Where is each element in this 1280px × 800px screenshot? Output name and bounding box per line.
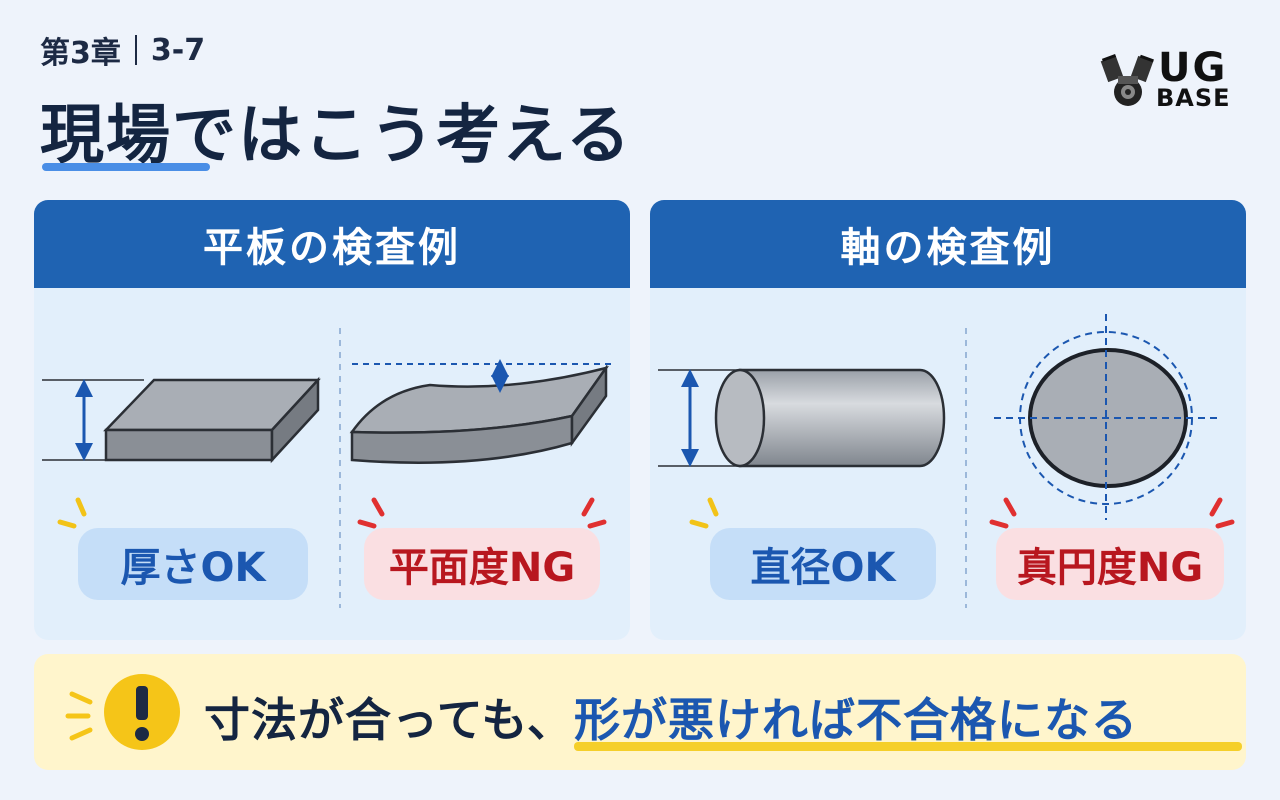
ok-rays-icon	[57, 497, 87, 529]
flatness-ng-badge: 平面度NG	[364, 528, 600, 600]
key-point-plain-text: 寸法が合っても、	[204, 693, 575, 747]
logo-text-ug: UG	[1158, 45, 1228, 91]
exclamation-icon	[65, 674, 180, 750]
ng-rays-right-icon	[581, 497, 607, 529]
ng-rays-left-icon-2	[989, 497, 1017, 529]
chapter-separator	[134, 35, 137, 65]
flat-plate-illustration	[42, 328, 614, 608]
ng-rays-left-icon	[357, 497, 385, 529]
page-title: 現場ではこう考える	[40, 99, 633, 173]
roundness-cross-section	[994, 314, 1220, 520]
roundness-ng-badge: 真円度NG	[996, 528, 1224, 600]
engine-icon	[1100, 54, 1154, 106]
ok-rays-icon-2	[689, 497, 719, 529]
warped-plate-shape	[349, 364, 609, 464]
thickness-ok-badge: 厚さOK	[78, 528, 308, 600]
logo-text-base: BASE	[1156, 84, 1231, 112]
shaft-illustration	[658, 314, 1220, 608]
ng-rays-right-icon-2	[1209, 497, 1235, 529]
section-number: 3-7	[150, 32, 206, 68]
highlight-underline	[574, 742, 1242, 751]
flat-plate-panel-title: 平板の検査例	[34, 200, 630, 288]
diameter-ok-badge: 直径OK	[710, 528, 936, 600]
chapter-number: 第3章	[40, 36, 121, 71]
key-point-message: 寸法が合っても、形が悪ければ不合格になる	[204, 684, 1138, 750]
shaft-cylinder-shape	[714, 368, 946, 468]
shaft-panel-title: 軸の検査例	[650, 200, 1246, 288]
ug-base-logo: UG BASE	[1100, 48, 1250, 112]
title-underline	[42, 163, 210, 171]
flat-plate-shape	[103, 376, 321, 464]
key-point-highlight-text: 形が悪ければ不合格になる	[574, 693, 1139, 747]
key-point-banner: 寸法が合っても、形が悪ければ不合格になる	[34, 654, 1246, 770]
chapter-label: 第3章 3-7	[40, 28, 205, 72]
